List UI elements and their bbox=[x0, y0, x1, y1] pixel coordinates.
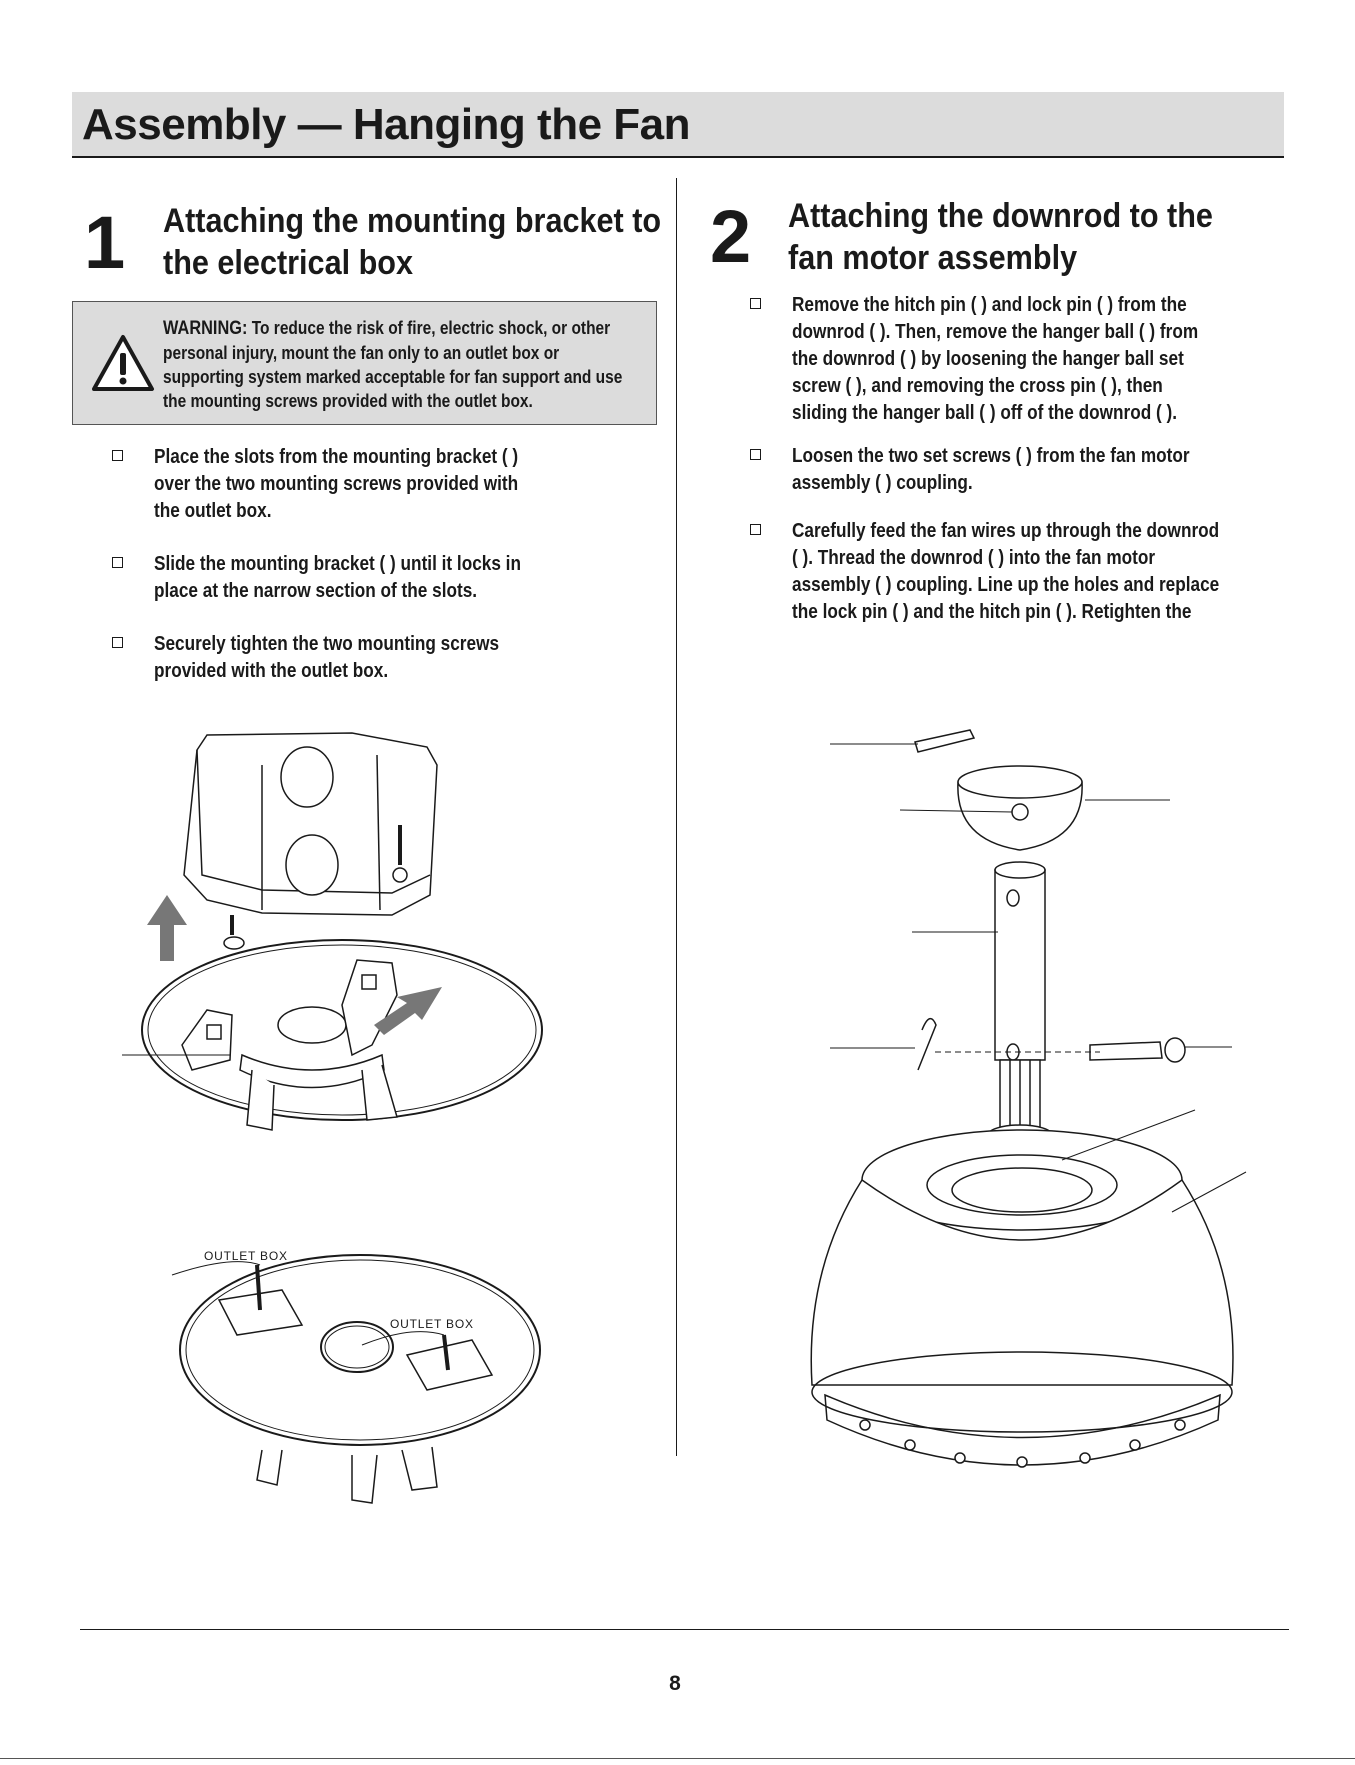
step-1-instructions: Place the slots from the mounting bracke… bbox=[112, 444, 582, 685]
cross-pin-drawing bbox=[914, 729, 976, 753]
list-item: Place the slots from the mounting bracke… bbox=[112, 444, 582, 525]
warning-text: WARNING: To reduce the risk of fire, ele… bbox=[163, 316, 627, 413]
column-divider bbox=[676, 178, 677, 1456]
downrod-drawing bbox=[994, 869, 1046, 1061]
warning-body: To reduce the risk of fire, electric sho… bbox=[163, 318, 623, 411]
slide-arrow-icon bbox=[374, 987, 442, 1035]
motor-housing-drawing bbox=[810, 1178, 1234, 1386]
step-2-title: Attaching the downrod to the fan motor a… bbox=[788, 195, 1213, 279]
page-number: 8 bbox=[669, 1672, 681, 1695]
step-2-title-line-1: Attaching the downrod to the bbox=[788, 197, 1213, 235]
lock-pin-drawing bbox=[1089, 1041, 1163, 1061]
outlet-box-drawing bbox=[183, 732, 438, 950]
list-item: Securely tighten the two mounting screws… bbox=[112, 631, 582, 685]
downrod-motor-illustration bbox=[810, 729, 1247, 1468]
instruction-text: Place the slots from the mounting bracke… bbox=[154, 446, 519, 522]
page-title: Assembly — Hanging the Fan bbox=[82, 100, 690, 149]
list-item: Remove the hitch pin ( ) and lock pin ( … bbox=[750, 292, 1290, 427]
outlet-box-label-2: OUTLET BOX bbox=[390, 1317, 474, 1331]
list-item: Slide the mounting bracket ( ) until it … bbox=[112, 551, 582, 605]
warning-label: WARNING: bbox=[163, 318, 248, 339]
step-2-number: 2 bbox=[710, 195, 752, 278]
up-arrow-icon bbox=[147, 895, 187, 961]
step-1-title-line-1: Attaching the mounting bracket to bbox=[163, 202, 662, 240]
checkbox[interactable] bbox=[112, 557, 123, 568]
instruction-text: Securely tighten the two mounting screws… bbox=[154, 633, 500, 682]
step-1-number: 1 bbox=[84, 201, 126, 284]
bottom-rule bbox=[0, 1758, 1355, 1759]
checkbox[interactable] bbox=[750, 298, 761, 309]
instruction-text: Slide the mounting bracket ( ) until it … bbox=[154, 553, 521, 602]
instruction-text: Remove the hitch pin ( ) and lock pin ( … bbox=[792, 294, 1199, 424]
header-band: Assembly — Hanging the Fan bbox=[72, 92, 1284, 158]
checkbox[interactable] bbox=[750, 449, 761, 460]
checkbox[interactable] bbox=[750, 524, 761, 535]
warning-box: WARNING: To reduce the risk of fire, ele… bbox=[72, 301, 657, 425]
checkbox[interactable] bbox=[112, 450, 123, 461]
list-item: Carefully feed the fan wires up through … bbox=[750, 518, 1290, 626]
checkbox[interactable] bbox=[112, 637, 123, 648]
step-1-title-line-2: the electrical box bbox=[163, 244, 414, 282]
bracket-drawing bbox=[181, 959, 398, 1131]
list-item: Loosen the two set screws ( ) from the f… bbox=[750, 443, 1290, 497]
warning-triangle-icon bbox=[92, 335, 154, 391]
outlet-box-label-1: OUTLET BOX bbox=[204, 1249, 288, 1263]
instruction-text: Loosen the two set screws ( ) from the f… bbox=[792, 445, 1190, 494]
instruction-text: Carefully feed the fan wires up through … bbox=[792, 520, 1220, 623]
step-1-title: Attaching the mounting bracket to the el… bbox=[163, 200, 661, 284]
footer-divider bbox=[80, 1629, 1289, 1630]
hitch-pin-drawing bbox=[917, 1017, 937, 1071]
step-2-instructions: Remove the hitch pin ( ) and lock pin ( … bbox=[750, 292, 1290, 626]
mounting-bracket-illustration: OUTLET BOX OUTLET BOX bbox=[122, 732, 543, 1504]
step-2-title-line-2: fan motor assembly bbox=[788, 239, 1078, 277]
